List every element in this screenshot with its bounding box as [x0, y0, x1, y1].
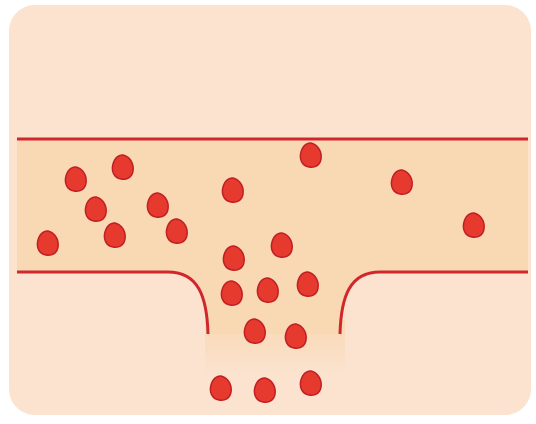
blood-cell: [147, 193, 168, 217]
blood-cell: [166, 219, 187, 243]
blood-cell: [222, 178, 243, 202]
blood-cell: [391, 170, 412, 194]
blood-cell: [210, 376, 231, 400]
leak-outflow-region: [205, 320, 345, 376]
blood-cell: [65, 167, 86, 191]
blood-cell: [297, 272, 318, 296]
blood-cell: [85, 197, 106, 221]
blood-cell: [37, 231, 58, 255]
blood-cell: [104, 223, 125, 247]
blood-cell: [463, 213, 484, 237]
blood-cell: [300, 371, 321, 395]
blood-cell: [300, 143, 321, 167]
blood-cell: [271, 233, 292, 257]
blood-cell: [221, 281, 242, 305]
blood-cell: [257, 278, 278, 302]
blood-cell: [254, 378, 275, 402]
blood-cell: [285, 324, 306, 348]
blood-cell: [223, 246, 244, 270]
blood-cell: [112, 155, 133, 179]
blood-cell: [244, 319, 265, 343]
